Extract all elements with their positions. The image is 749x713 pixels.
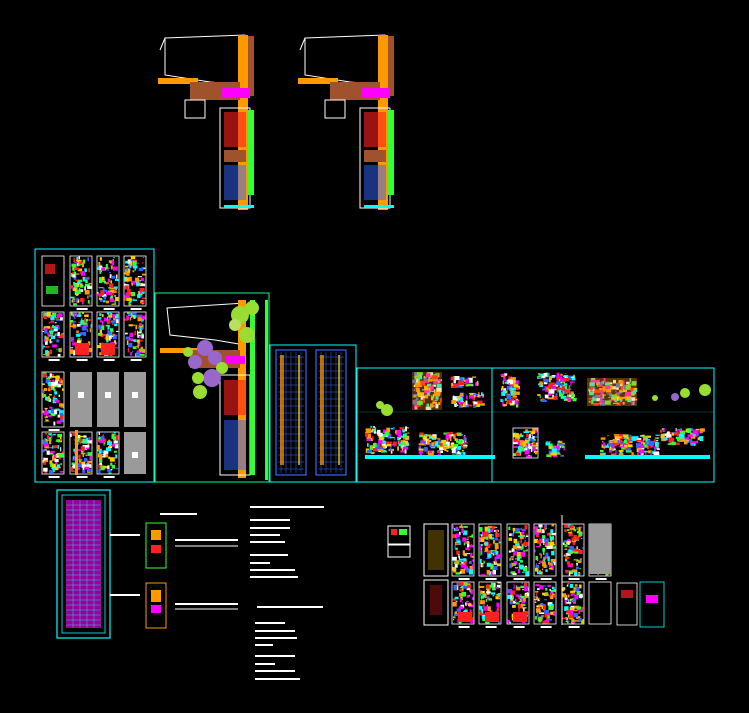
elevations-sections xyxy=(356,367,715,483)
site-plan-2 xyxy=(298,34,394,210)
floor-plans-sheet xyxy=(34,248,155,483)
detail-sheet xyxy=(56,489,324,680)
landscape-plan xyxy=(154,292,270,483)
site-plan-1 xyxy=(158,34,254,210)
plans-row-bottom xyxy=(387,515,665,628)
structural-plans xyxy=(265,300,357,483)
tree-canopies xyxy=(183,301,259,399)
